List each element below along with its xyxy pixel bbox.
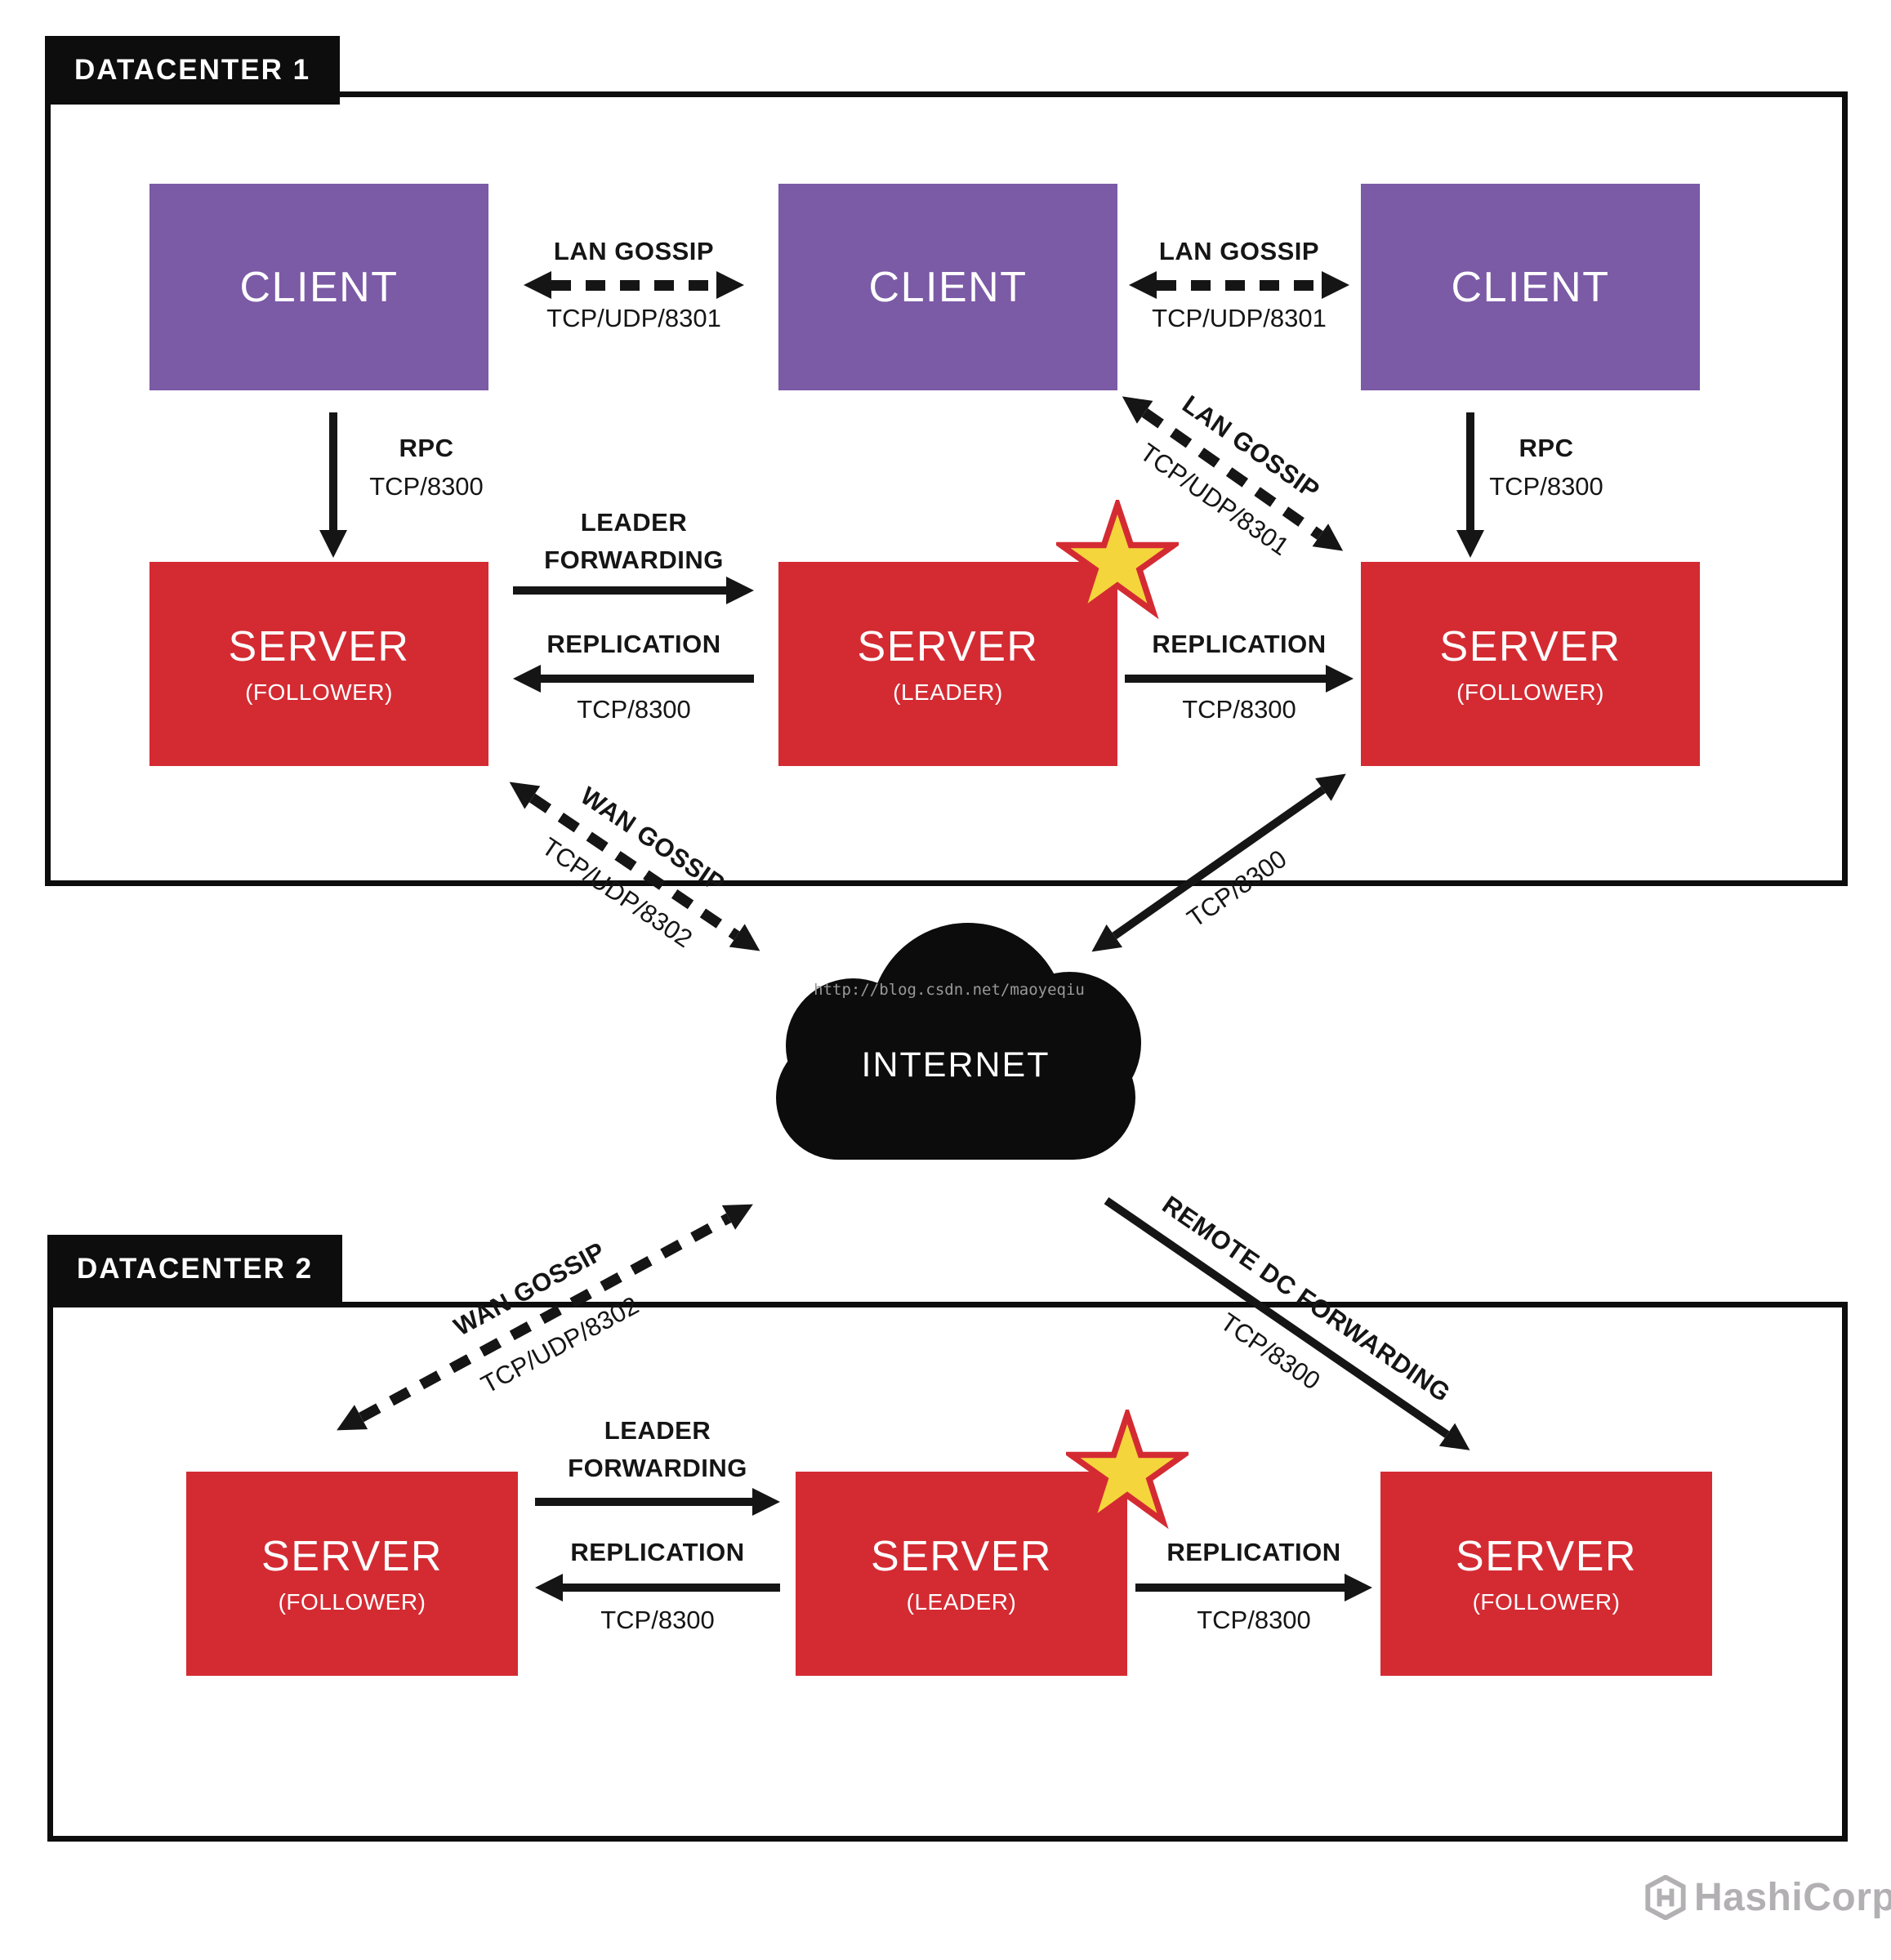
rpc-port: TCP/8300 — [369, 472, 484, 501]
server-title: SERVER — [228, 623, 410, 670]
replication-label: REPLICATION — [1166, 1538, 1341, 1566]
replication-port: TCP/8300 — [1197, 1606, 1311, 1634]
lan-gossip-port: TCP/UDP/8301 — [1152, 304, 1327, 332]
arrow-head — [752, 1488, 780, 1516]
dc2-server-leader: SERVER (LEADER) — [796, 1472, 1127, 1676]
hashicorp-mark-icon — [1645, 1875, 1686, 1920]
dc2-server-follower-right: SERVER (FOLLOWER) — [1380, 1472, 1712, 1676]
lan-gossip-arrow — [524, 270, 744, 301]
hashicorp-logo: HashiCorp — [1645, 1875, 1891, 1920]
server-title: SERVER — [1456, 1533, 1637, 1580]
rpc-arrow — [1456, 412, 1485, 558]
arrow-shaft — [1135, 1584, 1345, 1592]
lan-gossip-arrow — [1129, 270, 1349, 301]
dc1-client-3: CLIENT — [1361, 184, 1700, 390]
server-role: (LEADER) — [906, 1589, 1017, 1615]
leader-forwarding-label: LEADER — [604, 1416, 711, 1445]
hashicorp-wordmark: HashiCorp — [1694, 1876, 1891, 1919]
lan-gossip-port: TCP/UDP/8301 — [546, 304, 721, 332]
server-title: SERVER — [871, 1533, 1052, 1580]
leader-forwarding-label: FORWARDING — [544, 546, 724, 574]
client-title: CLIENT — [239, 263, 399, 311]
server-role: (FOLLOWER) — [278, 1589, 426, 1615]
leader-star-icon — [1056, 500, 1179, 620]
arrow-head — [319, 530, 347, 558]
watermark-text: http://blog.csdn.net/maoyeqiu — [814, 981, 1085, 999]
rpc-port: TCP/8300 — [1489, 472, 1603, 501]
arrow-shaft — [535, 1498, 752, 1506]
dc2-server-follower-left: SERVER (FOLLOWER) — [186, 1472, 518, 1676]
arrow-head — [1129, 271, 1157, 299]
arrow-head — [1456, 530, 1484, 558]
arrow-shaft — [541, 675, 754, 683]
dc1-client-1: CLIENT — [149, 184, 488, 390]
datacenter1-label: DATACENTER 1 — [45, 36, 341, 105]
arrow-shaft — [1157, 279, 1322, 291]
lan-gossip-label: LAN GOSSIP — [553, 237, 715, 265]
replication-port: TCP/8300 — [600, 1606, 715, 1634]
server-role: (FOLLOWER) — [1456, 679, 1604, 705]
internet-label: INTERNET — [861, 1045, 1050, 1085]
replication-arrow — [1125, 663, 1354, 694]
server-role: (FOLLOWER) — [245, 679, 393, 705]
dc1-server-follower-left: SERVER (FOLLOWER) — [149, 562, 488, 766]
replication-arrow — [535, 1572, 780, 1603]
dc1-client-2: CLIENT — [778, 184, 1117, 390]
arrow-head — [535, 1574, 563, 1601]
client-title: CLIENT — [1451, 263, 1610, 311]
arrow-head — [716, 271, 744, 299]
leader-forwarding-label: FORWARDING — [568, 1454, 747, 1482]
arrow-head — [1326, 665, 1354, 693]
rpc-label: RPC — [399, 434, 454, 462]
replication-label: REPLICATION — [1152, 630, 1327, 658]
arrow-shaft — [551, 279, 716, 291]
server-title: SERVER — [857, 623, 1039, 670]
arrow-head — [524, 271, 551, 299]
arrow-head — [1322, 271, 1349, 299]
server-title: SERVER — [261, 1533, 443, 1580]
arrow-shaft — [513, 586, 726, 595]
arrow-shaft — [1466, 412, 1474, 530]
leader-forwarding-arrow — [535, 1486, 780, 1517]
dc1-server-follower-right: SERVER (FOLLOWER) — [1361, 562, 1700, 766]
arrow-shaft — [1125, 675, 1326, 683]
replication-arrow — [513, 663, 754, 694]
dc1-server-leader: SERVER (LEADER) — [778, 562, 1117, 766]
replication-arrow — [1135, 1572, 1372, 1603]
arrow-head — [513, 665, 541, 693]
arrow-shaft — [563, 1584, 780, 1592]
replication-label: REPLICATION — [546, 630, 721, 658]
replication-port: TCP/8300 — [1182, 695, 1296, 724]
server-title: SERVER — [1439, 623, 1621, 670]
rpc-arrow — [319, 412, 348, 558]
rpc-label: RPC — [1519, 434, 1574, 462]
lan-gossip-label: LAN GOSSIP — [1158, 237, 1320, 265]
server-role: (LEADER) — [893, 679, 1003, 705]
server-role: (FOLLOWER) — [1472, 1589, 1621, 1615]
internet-cloud-icon: INTERNET — [776, 915, 1141, 1160]
leader-forwarding-arrow — [513, 575, 754, 606]
leader-forwarding-label: LEADER — [580, 508, 688, 537]
arrow-head — [726, 577, 754, 604]
replication-port: TCP/8300 — [577, 695, 691, 724]
arrow-shaft — [329, 412, 337, 530]
replication-label: REPLICATION — [570, 1538, 745, 1566]
client-title: CLIENT — [868, 263, 1028, 311]
cloud-base — [776, 1036, 1135, 1160]
leader-star-icon — [1066, 1410, 1189, 1530]
arrow-head — [1345, 1574, 1372, 1601]
datacenter2-label: DATACENTER 2 — [47, 1235, 343, 1303]
